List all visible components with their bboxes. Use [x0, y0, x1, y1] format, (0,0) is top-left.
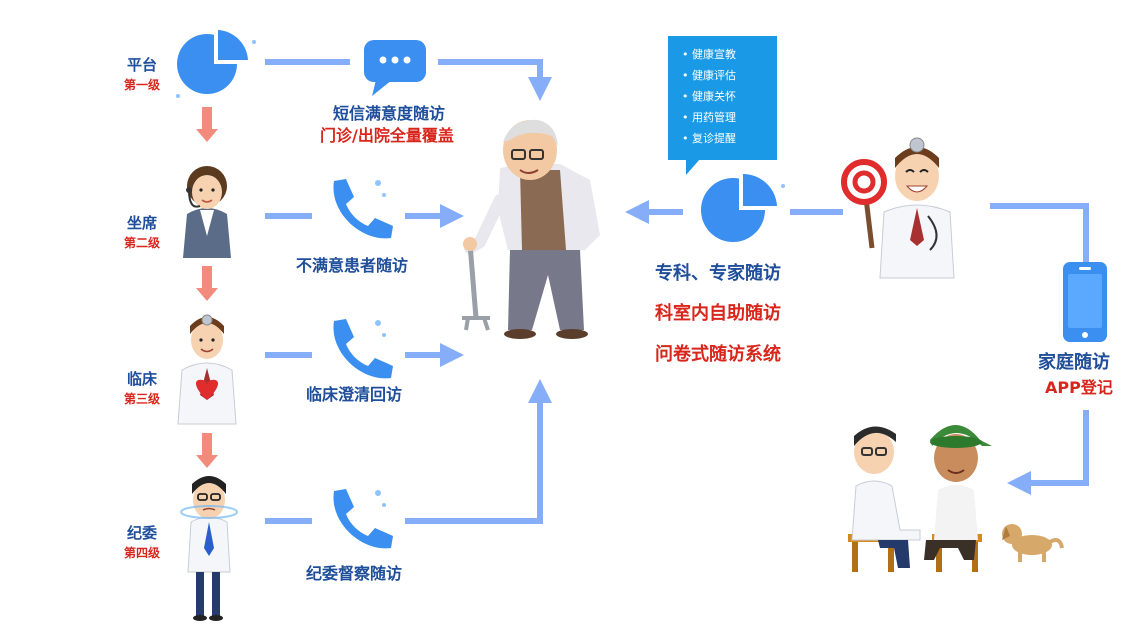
unsatisfied-followup-label: 不满意患者随访: [296, 256, 409, 275]
phone-icon-clinical: [333, 319, 393, 379]
clinical-doctor-figure: [177, 314, 237, 425]
home-visit-scene: [848, 425, 1064, 572]
health-service-item: 用药管理: [682, 107, 777, 128]
questionnaire-system-label: 问卷式随访系统: [655, 344, 781, 365]
family-followup-label: 家庭随访: [1038, 352, 1110, 373]
connector-doctor-phone: [990, 203, 1089, 262]
mobile-phone-icon: [1063, 262, 1107, 342]
elderly-patient-figure: [462, 119, 600, 339]
clinical-followup-label: 临床澄清回访: [306, 385, 403, 404]
level-1-tag: 第一级: [123, 78, 160, 92]
app-registration-label: APP登记: [1045, 378, 1113, 397]
flow-connectors: [265, 59, 1089, 524]
call-agent-figure: [183, 166, 231, 258]
sms-coverage-label: 门诊/出院全量覆盖: [320, 126, 454, 145]
discipline-inspector-figure: [180, 476, 238, 621]
specialist-pie-icon: [701, 173, 785, 242]
health-service-item: 复诊提醒: [682, 128, 777, 149]
phone-icon-discipline: [333, 489, 393, 549]
health-service-item: 健康关怀: [682, 86, 777, 107]
department-self-followup-label: 科室内自助随访: [655, 303, 781, 324]
sms-label: 短信满意度随访: [333, 104, 446, 123]
level-3-name: 临床: [126, 370, 157, 388]
discipline-followup-label: 纪委督察随访: [306, 564, 403, 583]
level-4-tag: 第四级: [123, 546, 160, 560]
step-arrow-3: [196, 433, 218, 468]
level-2-name: 坐席: [126, 214, 157, 232]
sms-chat-icon: [364, 40, 426, 96]
level-1-name: 平台: [126, 56, 157, 74]
health-service-item: 健康宣教: [682, 44, 777, 65]
step-arrow-2: [196, 266, 218, 301]
specialist-followup-label: 专科、专家随访: [655, 263, 781, 284]
connector-call3-patient: [405, 379, 552, 524]
health-services-list: 健康宣教 健康评估 健康关怀 用药管理 复诊提醒: [668, 36, 777, 149]
level-3-tag: 第三级: [123, 392, 160, 406]
connector-phone-family: [1007, 410, 1089, 495]
step-arrow-1: [196, 107, 218, 142]
platform-pie-icon: [176, 30, 256, 98]
bubble-tail: [686, 159, 700, 175]
doctor-with-sign-figure: [841, 137, 955, 279]
health-services-bubble: 健康宣教 健康评估 健康关怀 用药管理 复诊提醒: [668, 36, 777, 160]
level-2-tag: 第二级: [123, 236, 160, 250]
health-service-item: 健康评估: [682, 65, 777, 86]
phone-icon-unsatisfied: [333, 179, 393, 239]
level-step-arrows: [196, 107, 218, 468]
connector-sms-patient: [438, 59, 552, 101]
level-4-name: 纪委: [126, 524, 157, 542]
